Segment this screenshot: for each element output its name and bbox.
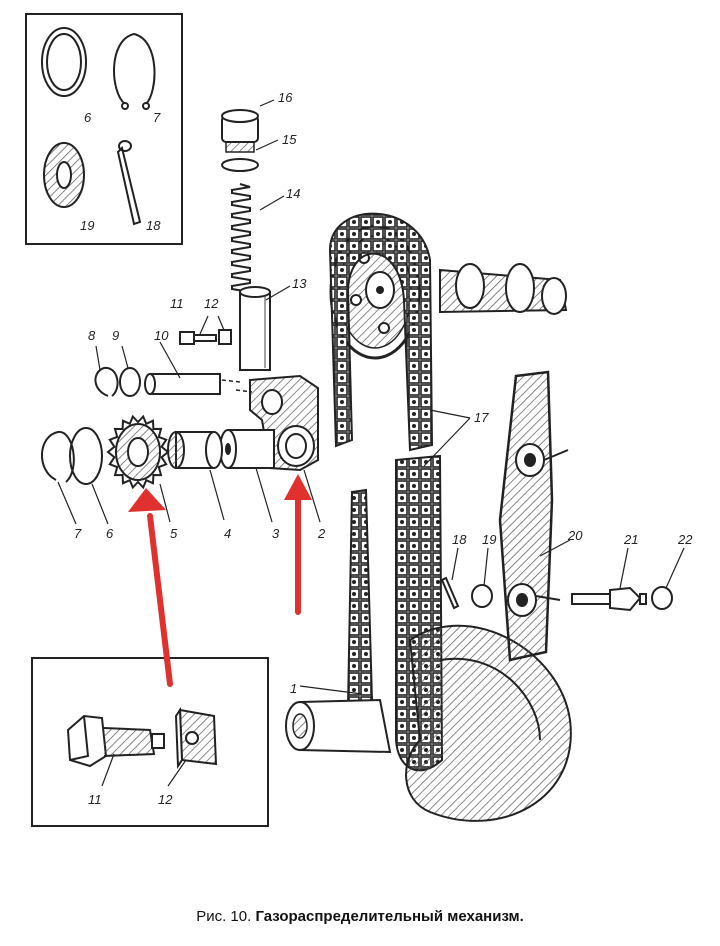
callout-4: 4 [224, 526, 231, 541]
part-18-cotter-pin [116, 140, 142, 226]
caption-prefix: Рис. 10. [196, 908, 252, 925]
inset-top-left: 6 7 19 18 [25, 13, 183, 245]
part-20-chain-guide [498, 370, 569, 662]
callout-9: 9 [112, 328, 119, 343]
figure-caption: Рис. 10. Газораспределительный механизм. [0, 908, 720, 925]
callout-1: 1 [290, 681, 297, 696]
callout-22: 22 [677, 532, 693, 547]
inset-bottom-left: 11 12 [31, 657, 269, 827]
camshaft [439, 263, 568, 315]
red-annotation-arrows [128, 474, 312, 687]
inset-label-6: 6 [84, 110, 92, 125]
inset-bottom-frame [31, 657, 269, 827]
callout-12: 12 [204, 296, 219, 311]
callout-7: 7 [74, 526, 82, 541]
callout-8: 8 [88, 328, 96, 343]
leader-lines [57, 99, 685, 695]
tensioner-plunger-stack [221, 109, 271, 371]
callout-18: 18 [452, 532, 467, 547]
part-17-timing-chain [328, 212, 444, 772]
part-6-ring-large [69, 427, 103, 485]
callout-2: 2 [317, 526, 326, 541]
part-14-spring [231, 183, 251, 293]
part-9-ring [119, 367, 141, 397]
part-8-circlip [94, 366, 119, 397]
red-arrow-to-lever [284, 474, 312, 615]
part-1-crankshaft [285, 624, 572, 822]
tensioner-assembly [41, 329, 319, 490]
part-3-bushing [219, 429, 275, 469]
callout-5: 5 [170, 526, 178, 541]
callout-labels: 1 2 3 4 5 6 7 8 9 10 11 12 13 14 15 16 1… [74, 90, 693, 696]
callout-19: 19 [482, 532, 496, 547]
part-15-ring [221, 158, 259, 172]
inset-top-frame [25, 13, 183, 245]
callout-20: 20 [567, 528, 583, 543]
part-19-washer-small [471, 584, 493, 608]
part-5-sprocket [106, 414, 170, 490]
callout-13: 13 [292, 276, 307, 291]
red-arrow-to-sprocket [128, 488, 173, 687]
inset-nut-12 [174, 706, 218, 770]
part-19-washer [43, 142, 85, 208]
part-16-plug [221, 109, 259, 153]
callout-16: 16 [278, 90, 293, 105]
inset-label-19: 19 [80, 218, 94, 233]
part-21-stud [571, 586, 647, 612]
part-7-circlip-large [41, 431, 75, 483]
inset-label-12: 12 [158, 792, 173, 807]
callout-10: 10 [154, 328, 169, 343]
part-10-pin [144, 373, 253, 395]
inset-bolt-11 [66, 714, 165, 768]
callout-21: 21 [623, 532, 638, 547]
inset-label-11: 11 [88, 792, 102, 807]
part-6-ring [41, 27, 87, 97]
callout-11: 11 [170, 296, 184, 311]
callout-6: 6 [106, 526, 114, 541]
callout-17: 17 [474, 410, 489, 425]
part-18-cotter-pin-small [440, 576, 460, 610]
callout-3: 3 [272, 526, 280, 541]
part-11-bolt [179, 331, 217, 345]
inset-label-7: 7 [153, 110, 161, 125]
callout-15: 15 [282, 132, 297, 147]
part-12-nut [218, 329, 232, 345]
part-13-sleeve [239, 286, 271, 371]
inset-label-18: 18 [146, 218, 161, 233]
callout-14: 14 [286, 186, 300, 201]
part-4-sleeve [167, 431, 223, 469]
caption-title: Газораспределительный механизм. [255, 908, 524, 925]
part-22-washer [651, 586, 673, 610]
chain-upper-loop [328, 212, 434, 452]
part-7-circlip [113, 32, 156, 110]
chain-strand-left [346, 488, 374, 708]
